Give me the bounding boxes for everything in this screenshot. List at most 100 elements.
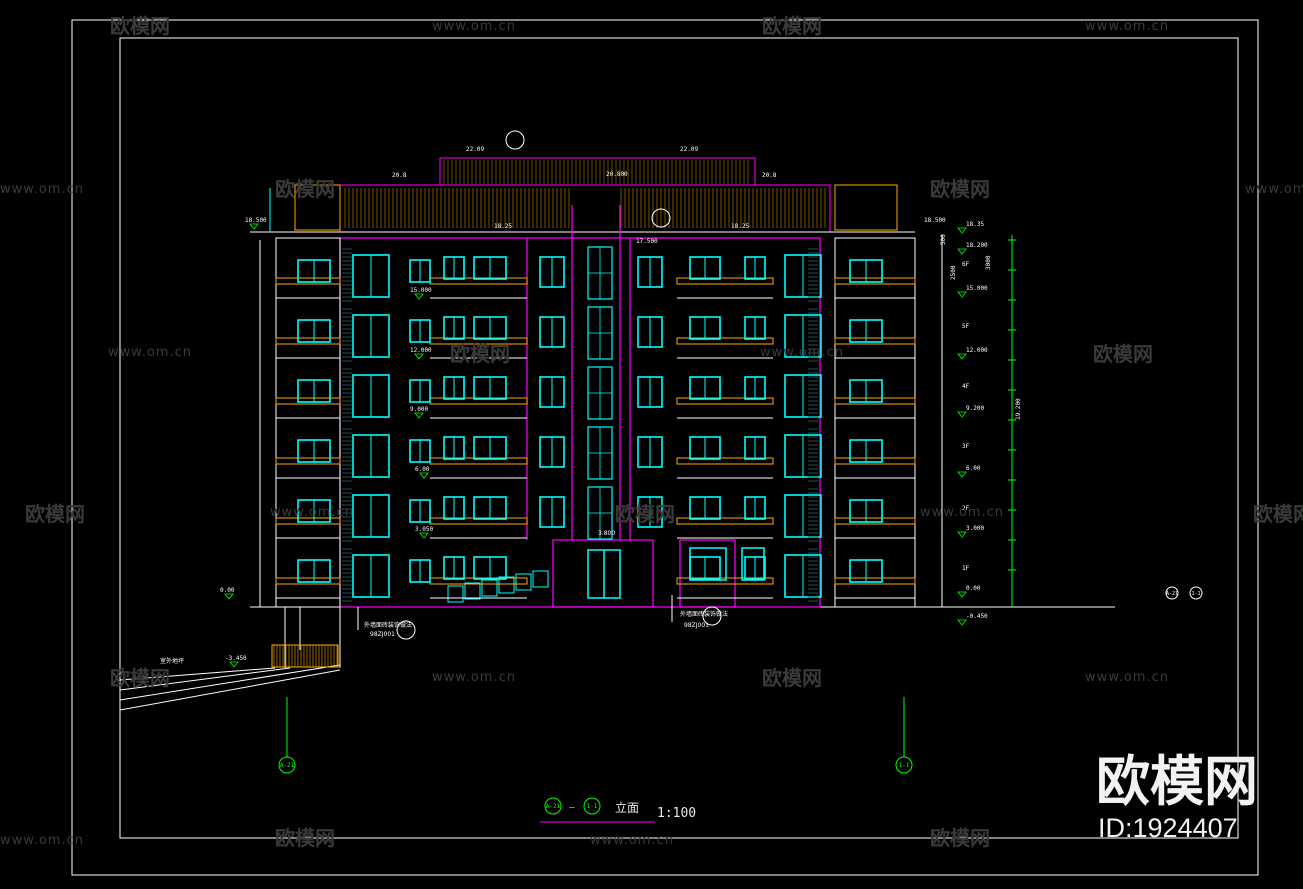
axis-markers: [278, 130, 1203, 823]
elevation-left-label: 12.000: [410, 347, 432, 354]
elevation-marker: [414, 353, 424, 360]
ramp-step: [481, 579, 498, 597]
axis-sep: —: [569, 803, 575, 813]
elevation-marker: [957, 591, 967, 598]
elevation-right-label: 9.200: [966, 405, 984, 412]
right-elevation-labels: 18.3518.20015.00012.0009.2006.003.0000.0…: [957, 221, 1016, 626]
legend-axis-end: 1-1: [1191, 591, 1200, 597]
window-grid: [297, 248, 883, 602]
watermark-url: www.om.cn: [920, 505, 1004, 520]
elevation-marker: [957, 353, 967, 360]
balcony-slab: [676, 397, 774, 405]
watermark-brand: 欧模网: [930, 826, 990, 850]
watermark-brand: 欧模网: [762, 14, 822, 38]
roof-elevation-label: 18.500: [924, 217, 946, 224]
balcony-slab: [676, 577, 774, 585]
watermark-url: www.om.cn: [270, 505, 354, 520]
brand-logo-text: 欧模网: [1096, 750, 1258, 813]
roof-elevation-label: 22.09: [466, 146, 484, 153]
elevation-marker: [249, 223, 259, 230]
dimension-text: 19.200: [1015, 398, 1022, 420]
note-ground: 室外地坪: [160, 657, 184, 665]
elevation-left-label: 15.000: [410, 287, 432, 294]
elevation-left-label: 9.000: [410, 406, 428, 413]
roof-elevation-label: 18.25: [731, 223, 749, 230]
elevation-right-label: 18.200: [966, 242, 988, 249]
inner-frame: [119, 37, 1239, 839]
elevation-marker: [414, 293, 424, 300]
elevation-marker: [957, 248, 967, 255]
elevation-left-label: 3.050: [415, 526, 433, 533]
ramp-step: [515, 573, 532, 591]
watermark-brand: 欧模网: [110, 666, 170, 690]
watermark-url: www.om.cn: [0, 182, 84, 197]
balcony-slab: [834, 517, 916, 525]
elevation-marker: [414, 412, 424, 419]
elevation-marker: [957, 291, 967, 298]
balcony-slab: [275, 457, 341, 465]
balcony-slab: [834, 457, 916, 465]
balcony-slab: [275, 517, 341, 525]
roof-elevation-label: 17.500: [636, 238, 658, 245]
floor-label: 5F: [962, 323, 970, 330]
axis-start-title: A-21: [546, 803, 561, 810]
ramp-step: [464, 582, 481, 600]
elevation-left-label: -3.450: [225, 655, 247, 662]
floor-label: 6F: [962, 261, 970, 268]
floor-label: 4F: [962, 383, 970, 390]
entrance-dim: 3.800: [598, 530, 615, 537]
watermark-url: www.om.cn: [0, 833, 84, 848]
elevation-right-label: -0.450: [966, 613, 988, 620]
ramp-step: [532, 570, 549, 588]
balcony-slab: [275, 337, 341, 345]
site-slope: [119, 607, 341, 711]
watermark-url: www.om.cn: [432, 19, 516, 34]
roof-elevation-label: 22.09: [680, 146, 698, 153]
watermark-brand: 欧模网: [762, 666, 822, 690]
axis-end-title: 1-1: [587, 803, 598, 810]
elevation-right-label: 0.00: [966, 585, 981, 592]
balcony-slab: [275, 397, 341, 405]
dimension-text: 2500: [950, 265, 957, 280]
axis-start-bottom: A-21: [280, 762, 295, 769]
elevation-right-label: 3.000: [966, 525, 984, 532]
watermark-brand: 欧模网: [1093, 342, 1153, 366]
floor-label: 1F: [962, 565, 970, 572]
elevation-marker: [224, 593, 234, 600]
watermark-brand: 欧模网: [615, 502, 675, 526]
dimension-text: 500: [940, 234, 947, 245]
balcony-bands: [275, 277, 916, 599]
elevation-marker: [419, 472, 429, 479]
note-right-1: 外墙面砖装饰做法: [680, 610, 728, 618]
dimension-text: 3000: [985, 255, 992, 270]
balcony-slab: [676, 457, 774, 465]
elevation-right-label: 6.00: [966, 465, 981, 472]
watermark-url: www.om.cn: [432, 670, 516, 685]
watermark-url: www.om.cn: [1085, 670, 1169, 685]
roof: [250, 157, 915, 233]
elevation-left-label: 6.00: [415, 466, 430, 473]
balcony-slab: [676, 517, 774, 525]
elevation-marker: [957, 531, 967, 538]
balcony-slab: [834, 337, 916, 345]
floor-label: 3F: [962, 443, 970, 450]
elevation-marker: [957, 227, 967, 234]
legend-axis-start: A-21: [1166, 591, 1178, 597]
watermark-brand: 欧模网: [930, 177, 990, 201]
watermark-url: www.om.cn: [1245, 182, 1303, 197]
elevation-right-label: 12.000: [966, 347, 988, 354]
balcony-slab: [275, 277, 341, 285]
side-wings: [259, 237, 916, 608]
main-entrance: [587, 547, 765, 599]
roof-tile-hatch: [344, 160, 826, 228]
watermark-brand: 欧模网: [450, 342, 510, 366]
outer-frame: [71, 19, 1259, 876]
model-id: ID:1924407: [1098, 813, 1238, 843]
watermark-brand: 欧模网: [275, 826, 335, 850]
left-elevation-labels: 18.50015.00012.0009.0006.003.0500.00-3.4…: [220, 217, 433, 668]
watermark-url: www.om.cn: [590, 833, 674, 848]
roof-elevation-label: 20.8: [392, 172, 407, 179]
callout-notes: 外墙面砖装饰做法 98ZJ001 外墙面砖装饰做法 98ZJ001 室外地坪 3…: [160, 530, 728, 665]
